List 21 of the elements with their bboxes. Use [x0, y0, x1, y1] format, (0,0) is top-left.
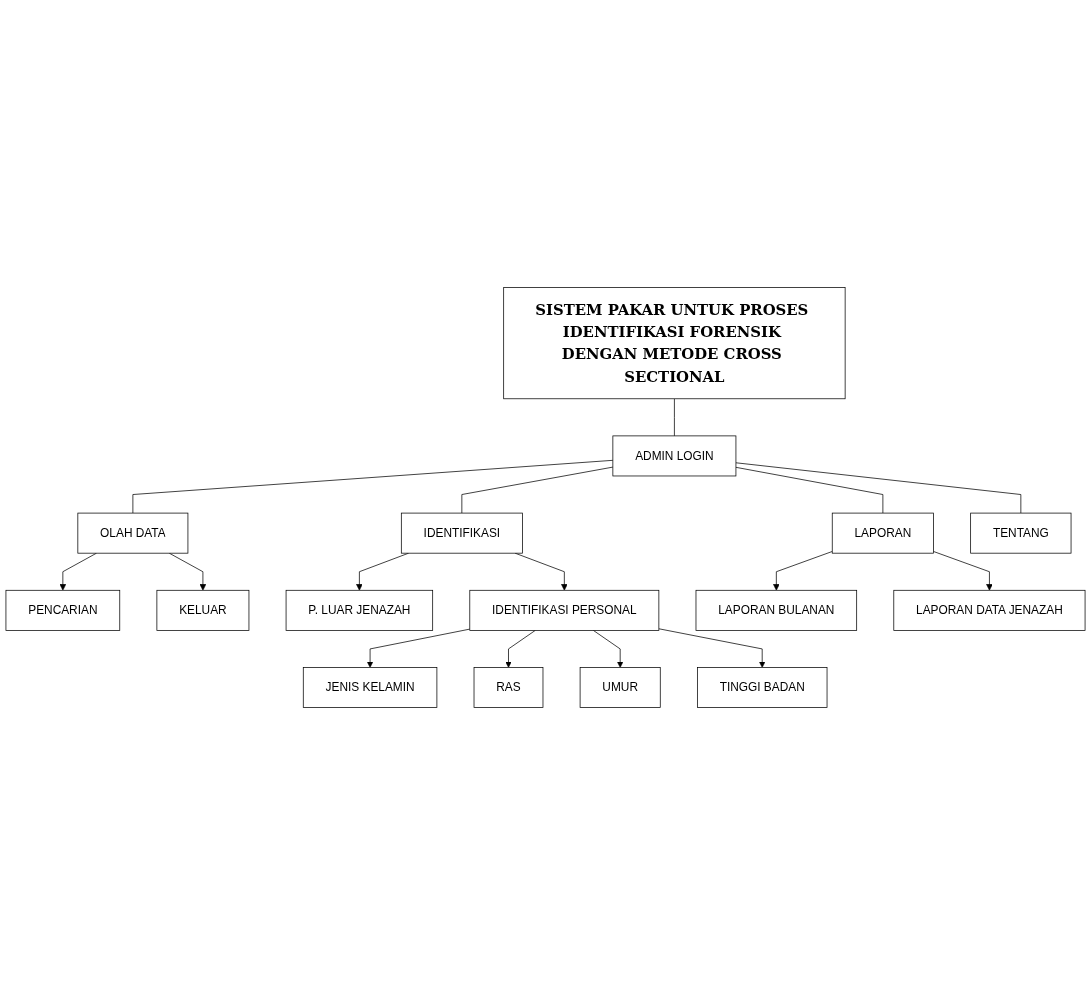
node-box: P. LUAR JENAZAH — [285, 589, 434, 631]
node-box: SISTEM PAKAR UNTUK PROSES IDENTIFIKASI FORENSIK DENGAN METODE CROSS SECTIONAL — [503, 287, 846, 400]
connector — [735, 462, 1022, 514]
node-box: ADMIN LOGIN — [612, 435, 737, 477]
connector — [132, 459, 614, 514]
node-box: TENTANG — [970, 512, 1072, 554]
node-box: LAPORAN BULANAN — [695, 589, 858, 631]
node-box: LAPORAN DATA JENAZAH — [893, 589, 1086, 631]
connector — [461, 466, 614, 514]
node-box: IDENTIFIKASI PERSONAL — [469, 589, 660, 631]
node-box: OLAH DATA — [77, 512, 189, 554]
node-box: IDENTIFIKASI — [400, 512, 523, 554]
node-box: LAPORAN — [831, 512, 934, 554]
connector — [735, 466, 884, 514]
node-box: PENCARIAN — [5, 589, 121, 631]
node-box: RAS — [473, 667, 544, 708]
node-box: UMUR — [579, 667, 661, 708]
node-box: KELUAR — [156, 589, 250, 631]
node-box: JENIS KELAMIN — [302, 667, 438, 708]
connector — [674, 398, 675, 437]
node-box: TINGGI BADAN — [697, 667, 828, 708]
